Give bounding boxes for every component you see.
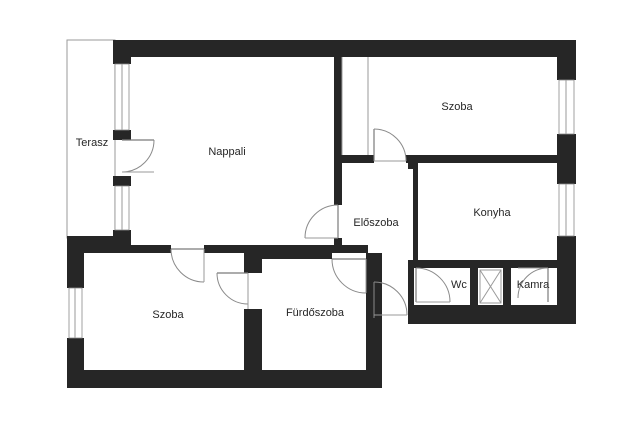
walls: [67, 40, 576, 388]
room-label-szoba-bottom: Szoba: [152, 309, 184, 321]
window-szoba-top: [558, 79, 575, 135]
door-bathroom-lower: [373, 281, 408, 318]
window-szoba-bottom: [68, 287, 83, 339]
door-wc: [415, 267, 451, 303]
door-szoba-bottom-inner: [216, 272, 249, 309]
room-label-kamra: Kamra: [517, 279, 550, 291]
door-furdoszoba: [331, 258, 367, 294]
window-nappali-upper: [114, 63, 130, 131]
window-konyha: [558, 183, 575, 237]
door-szoba-bottom: [170, 248, 205, 283]
room-label-furdoszoba: Fürdőszoba: [286, 307, 345, 319]
room-label-eloszoba: Előszoba: [353, 217, 399, 229]
door-kamra: [517, 267, 549, 302]
room-labels: Terasz Nappali Szoba Előszoba Konyha Szo…: [76, 101, 550, 321]
door-terasz: [121, 139, 155, 173]
door-szoba-top: [373, 128, 407, 162]
room-label-terasz: Terasz: [76, 137, 108, 149]
room-label-wc: Wc: [451, 279, 467, 291]
doors: [121, 128, 549, 318]
window-nappali-lower: [114, 185, 130, 231]
room-label-nappali: Nappali: [208, 146, 245, 158]
windows: [68, 57, 575, 339]
room-label-szoba-top: Szoba: [441, 101, 473, 113]
utility-shaft: [479, 269, 502, 304]
door-nappali-eloszoba: [304, 204, 339, 239]
window-top-left-hint: [341, 57, 369, 155]
room-label-konyha: Konyha: [473, 207, 511, 219]
